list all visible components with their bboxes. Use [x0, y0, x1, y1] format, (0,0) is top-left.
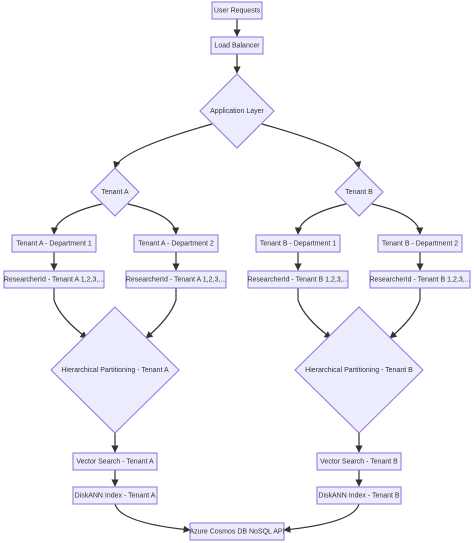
node-tenant-a: Tenant A: [90, 167, 140, 217]
node-label: Tenant A - Department 1: [16, 240, 92, 247]
edge-tenant-b-to-dept2: [371, 203, 424, 235]
node-label: User Requests: [214, 7, 261, 14]
edge-diskann-b-to-cosmos: [283, 503, 360, 533]
edge-researcher-a2-to-partition: [145, 288, 177, 339]
node-label: Azure Cosmos DB NoSQL API: [189, 528, 284, 535]
node-tenant-b-department-2: Tenant B - Department 2: [377, 234, 463, 253]
node-researcher-tenant-b-1: ResearcherId - Tenant B 1,2,3,...: [247, 270, 349, 289]
node-label: Tenant B - Department 1: [260, 240, 336, 247]
node-diskann-index-tenant-b: DiskANN Index - Tenant B: [316, 486, 402, 505]
node-researcher-tenant-a-1: ResearcherId - Tenant A 1,2,3,...: [3, 270, 105, 289]
node-label: ResearcherId - Tenant A 1,2,3,...: [4, 276, 104, 283]
node-label: DiskANN Index - Tenant A: [75, 492, 156, 499]
node-label: ResearcherId - Tenant A 1,2,3,...: [126, 276, 226, 283]
node-tenant-b: Tenant B: [334, 167, 384, 217]
node-label: ResearcherId - Tenant B 1,2,3,...: [369, 276, 470, 283]
node-tenant-a-department-1: Tenant A - Department 1: [11, 234, 97, 253]
nodes: User Requests Load Balancer Application …: [3, 1, 471, 541]
node-azure-cosmos-db: Azure Cosmos DB NoSQL API: [189, 522, 285, 541]
node-label: Tenant B: [345, 189, 373, 196]
node-researcher-tenant-a-2: ResearcherId - Tenant A 1,2,3,...: [125, 270, 227, 289]
node-label: Hierarchical Partitioning - Tenant A: [61, 367, 169, 374]
node-vector-search-tenant-b: Vector Search - Tenant B: [316, 452, 402, 471]
node-hierarchical-partitioning-tenant-b: Hierarchical Partitioning - Tenant B: [294, 306, 424, 434]
node-label: Vector Search - Tenant A: [76, 458, 154, 465]
node-tenant-a-department-2: Tenant A - Department 2: [133, 234, 219, 253]
node-label: Application Layer: [210, 108, 264, 115]
node-label: DiskANN Index - Tenant B: [318, 492, 400, 499]
node-label: Tenant B - Department 2: [382, 240, 458, 247]
node-label: Hierarchical Partitioning - Tenant B: [305, 367, 413, 374]
node-diskann-index-tenant-a: DiskANN Index - Tenant A: [72, 486, 158, 505]
node-user-requests: User Requests: [211, 1, 263, 20]
node-hierarchical-partitioning-tenant-a: Hierarchical Partitioning - Tenant A: [50, 306, 180, 434]
node-label: Vector Search - Tenant B: [320, 458, 398, 465]
edge-researcher-b1-to-partition: [297, 288, 332, 339]
edge-tenant-b-to-dept1: [294, 203, 347, 235]
edge-tenant-a-to-dept2: [127, 203, 180, 235]
edge-diskann-a-to-cosmos: [114, 503, 191, 533]
node-tenant-b-department-1: Tenant B - Department 1: [255, 234, 341, 253]
edge-tenant-a-to-dept1: [50, 203, 103, 235]
node-label: Tenant A: [101, 189, 129, 196]
node-label: Tenant A - Department 2: [138, 240, 214, 247]
node-researcher-tenant-b-2: ResearcherId - Tenant B 1,2,3,...: [369, 270, 471, 289]
edge-researcher-b2-to-partition: [389, 288, 421, 339]
node-load-balancer: Load Balancer: [210, 36, 264, 55]
edges: [50, 19, 424, 533]
edge-researcher-a1-to-partition: [53, 288, 88, 339]
edge-app-to-tenant-a: [113, 123, 213, 169]
node-label: ResearcherId - Tenant B 1,2,3,...: [247, 276, 348, 283]
node-application-layer: Application Layer: [199, 73, 275, 149]
node-vector-search-tenant-a: Vector Search - Tenant A: [72, 452, 158, 471]
edge-app-to-tenant-b: [261, 123, 362, 169]
node-label: Load Balancer: [214, 42, 260, 49]
